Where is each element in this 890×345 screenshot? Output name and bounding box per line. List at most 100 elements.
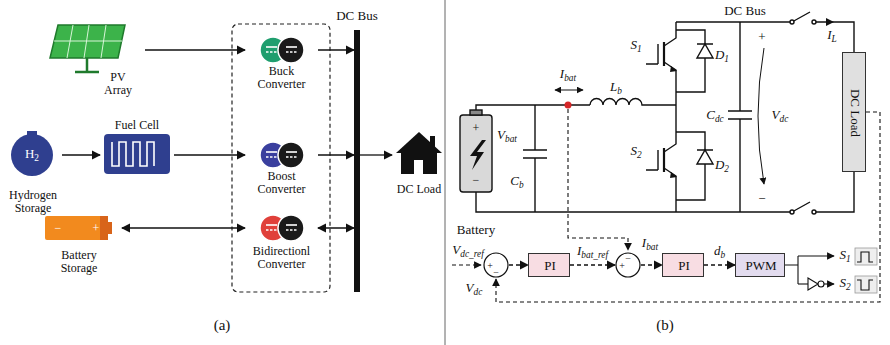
pv-panel-icon bbox=[50, 25, 125, 72]
symbol-main: S bbox=[839, 247, 846, 262]
pi-controller: PI bbox=[662, 253, 704, 277]
symbol-main: I bbox=[827, 27, 831, 42]
control-signals-part bbox=[855, 248, 877, 265]
symbol-main: V bbox=[452, 242, 460, 257]
power-circuit-part bbox=[555, 90, 583, 91]
power-circuit-part bbox=[792, 12, 854, 52]
control-signals-part bbox=[798, 283, 808, 284]
summing-junction: +− bbox=[615, 252, 641, 278]
subscript: dc bbox=[474, 287, 483, 297]
power-circuit-part bbox=[470, 140, 486, 170]
power-circuit-part bbox=[758, 48, 764, 184]
text-label: D2 bbox=[715, 158, 729, 174]
house-icon bbox=[396, 132, 442, 174]
control-signals-part bbox=[496, 112, 880, 302]
dc-load-box: DC Load bbox=[842, 52, 866, 172]
connector-arrow bbox=[509, 264, 528, 265]
text-label: Vdc_ref bbox=[452, 243, 483, 259]
power-circuit-part bbox=[676, 132, 713, 200]
text-label: Vdc bbox=[772, 108, 789, 124]
node-label: Bidirectionl Converter bbox=[247, 245, 317, 271]
battery-storage: Battery Storage bbox=[36, 210, 122, 282]
text-label: − bbox=[55, 222, 62, 234]
text-label: DC Bus bbox=[724, 4, 766, 17]
node-label: Buck Converter bbox=[247, 65, 317, 91]
symbol-main: V bbox=[466, 280, 474, 295]
connector-arrow bbox=[122, 227, 245, 228]
battery-icon-part bbox=[45, 216, 107, 240]
power-circuit-part bbox=[812, 210, 816, 214]
control-signals-part bbox=[785, 256, 798, 284]
node-label: + bbox=[619, 260, 625, 271]
text-label: Cdc bbox=[706, 108, 724, 124]
text-label: Vbat bbox=[497, 128, 517, 144]
node-label: PI bbox=[544, 259, 556, 273]
power-circuit-part bbox=[476, 192, 792, 212]
node-label: DC Load bbox=[848, 89, 862, 137]
house-icon-part bbox=[414, 160, 423, 174]
power-circuit-part bbox=[646, 44, 658, 64]
bidirectional-converter: Bidirectionl Converter bbox=[245, 212, 318, 282]
node-label: DC Load bbox=[397, 183, 441, 196]
text-label: + bbox=[473, 122, 480, 134]
power-circuit-part bbox=[590, 99, 676, 106]
power-circuit-part bbox=[676, 30, 713, 92]
symbol-main: H bbox=[25, 146, 34, 161]
power-circuit-part bbox=[676, 21, 792, 22]
node-label: H2 bbox=[25, 147, 39, 163]
symbol-main: D bbox=[715, 157, 724, 172]
connector-arrow bbox=[704, 264, 735, 265]
control-signals-part bbox=[857, 252, 873, 262]
text-label: + bbox=[93, 222, 100, 234]
power-circuit-part bbox=[470, 110, 482, 115]
text-label: (a) bbox=[214, 318, 231, 333]
node-label: DC Bus bbox=[336, 9, 378, 23]
control-signals-part bbox=[855, 276, 877, 293]
fuel-cell-icon-part bbox=[112, 142, 154, 166]
text-label: Battery bbox=[457, 223, 495, 236]
power-circuit-part bbox=[790, 20, 794, 24]
subscript: dc bbox=[715, 114, 724, 124]
symbol-main: C bbox=[706, 107, 715, 122]
subscript: b bbox=[720, 250, 725, 260]
subscript: bat bbox=[646, 242, 658, 252]
control-signals-part bbox=[808, 278, 818, 290]
hydrogen-tank-icon bbox=[11, 131, 53, 176]
text-label: IL bbox=[827, 28, 837, 44]
text-label: (b) bbox=[656, 318, 674, 333]
subscript: bat bbox=[505, 134, 517, 144]
power-circuit-part bbox=[728, 22, 752, 212]
dc-load: DC Load bbox=[392, 130, 446, 200]
power-circuit-part bbox=[812, 20, 816, 24]
power-circuit-part bbox=[523, 105, 547, 212]
house-icon-part bbox=[396, 132, 442, 153]
subscript: 1 bbox=[846, 254, 851, 264]
text-label: Ibat bbox=[560, 67, 576, 83]
text-label: Vdc bbox=[466, 281, 483, 297]
node-label: − bbox=[493, 267, 499, 278]
boost-converter: Boost Converter bbox=[245, 139, 318, 201]
control-signals bbox=[452, 109, 880, 302]
fuel-cell-icon bbox=[104, 134, 170, 174]
node-label: PI bbox=[678, 259, 690, 273]
control-signals-part bbox=[818, 281, 824, 287]
subscript: 1 bbox=[724, 54, 729, 64]
pv-panel-icon-part bbox=[75, 58, 99, 72]
symbol-main: S bbox=[630, 37, 637, 52]
symbol-main: I bbox=[642, 235, 646, 250]
text-label: Cb bbox=[510, 174, 523, 190]
subscript: 2 bbox=[637, 150, 642, 160]
power-circuit-part bbox=[664, 22, 676, 46]
node-label: Battery Storage bbox=[49, 249, 109, 275]
text-label: Ibat bbox=[642, 236, 658, 252]
control-signals-part bbox=[568, 109, 628, 250]
symbol-main: V bbox=[497, 127, 505, 142]
pv-panel-icon-part bbox=[50, 25, 125, 58]
node-label: − bbox=[625, 253, 631, 264]
symbol-main: D bbox=[715, 47, 724, 62]
text-label: S1 bbox=[839, 248, 850, 264]
node-label: PV Array bbox=[104, 71, 132, 97]
dc-bus: DC Bus bbox=[354, 30, 360, 292]
node-label: + bbox=[487, 260, 493, 271]
